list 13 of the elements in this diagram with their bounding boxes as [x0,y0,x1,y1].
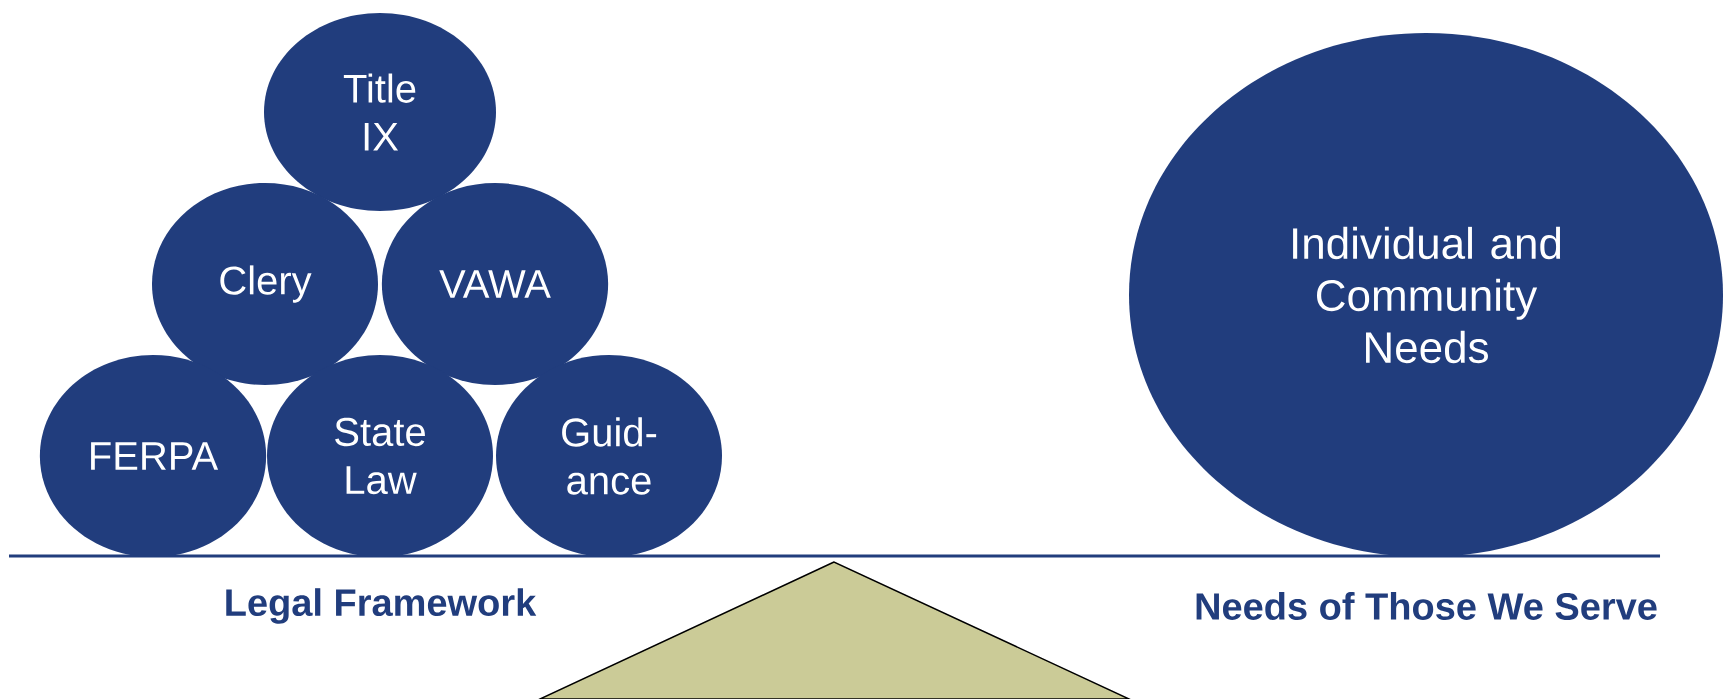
oval: State Law [267,355,493,557]
oval: FERPA [39,355,267,557]
oval: Clery [152,183,378,385]
oval: Title IX [264,13,496,211]
node-label: Title IX [343,73,416,151]
oval: VAWA [381,183,609,385]
node-label: State Law [335,417,425,495]
caption-label: Legal Framework [226,588,537,624]
caption-label: Needs of Those We Serve [1196,592,1657,620]
oval: Individual and Community Needs [1129,33,1723,557]
node-label: VAWA [439,270,551,298]
oval: Guid-ance [496,355,722,557]
node-label: Clery [220,265,312,303]
